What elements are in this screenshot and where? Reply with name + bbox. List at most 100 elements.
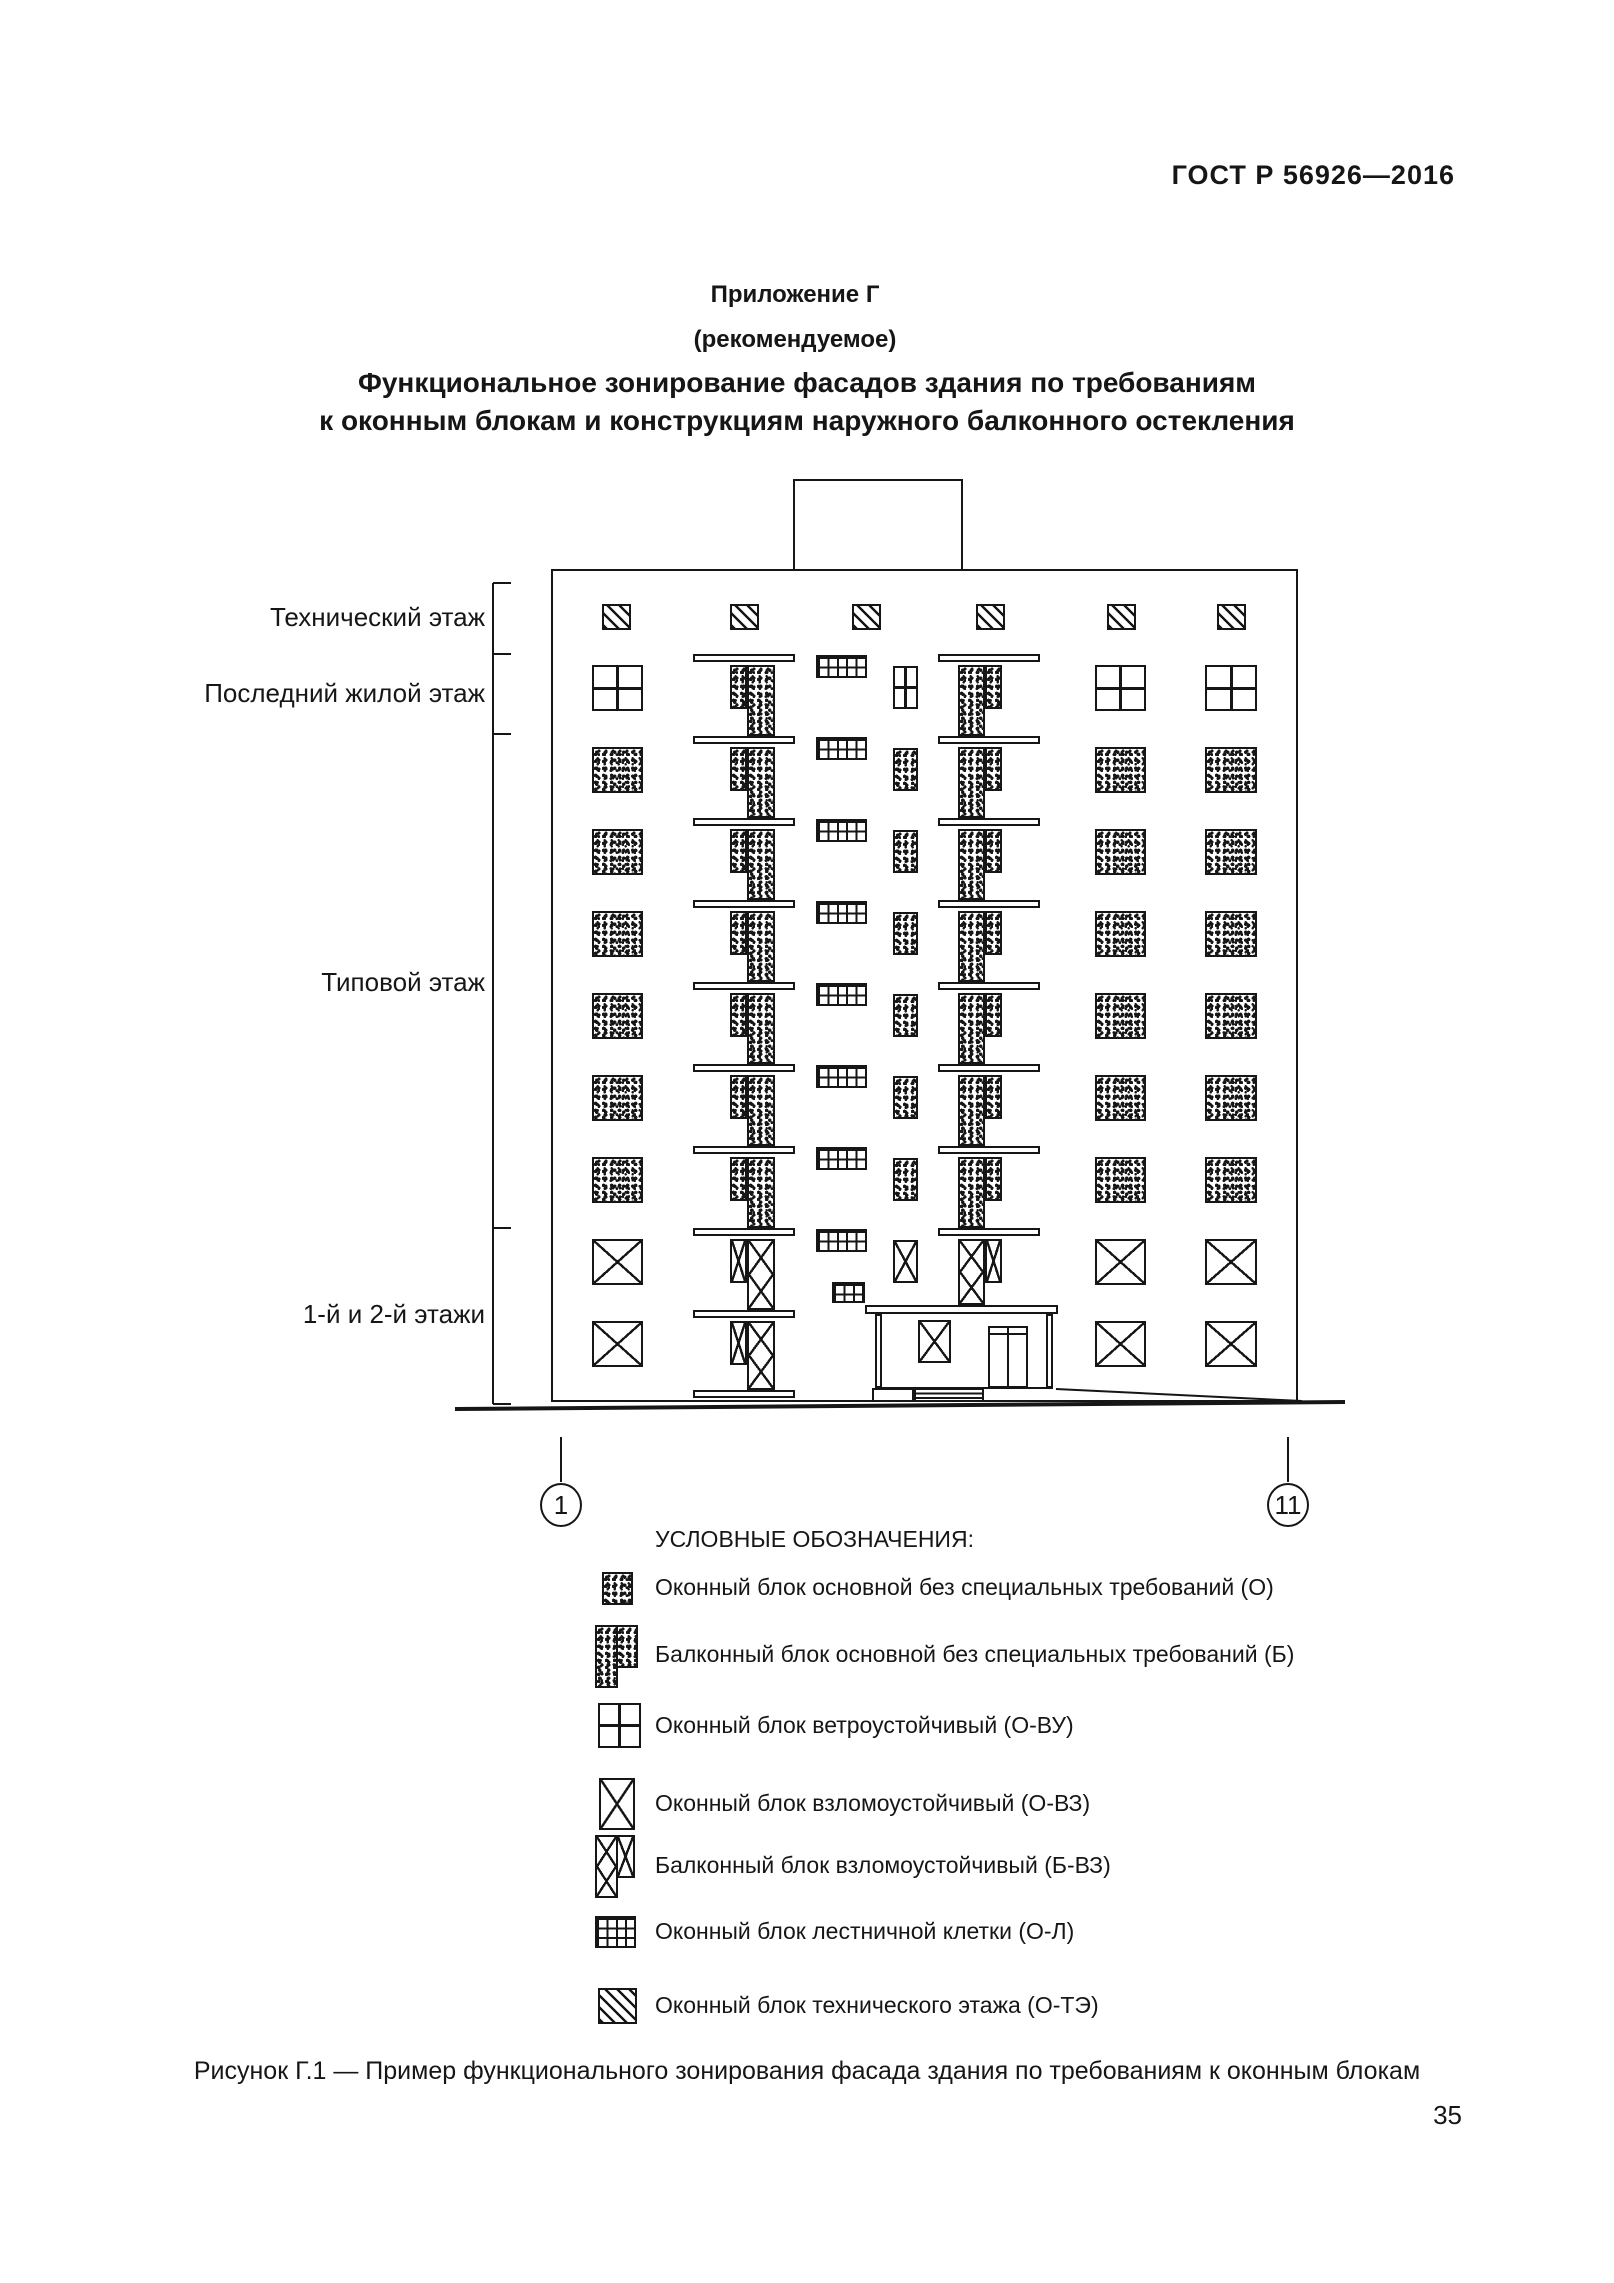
window-staircase bbox=[816, 737, 867, 760]
window-basic bbox=[1205, 829, 1257, 875]
window-basic bbox=[1095, 747, 1146, 793]
floor-label-typical: Типовой этаж bbox=[321, 967, 485, 997]
balcony-basic-door bbox=[958, 1075, 985, 1146]
window-technical-floor bbox=[852, 604, 881, 630]
legend-symbol-window-wind-resistant bbox=[598, 1703, 641, 1748]
window-basic bbox=[592, 911, 643, 957]
balcony-basic-window bbox=[985, 993, 1002, 1037]
balcony-rail bbox=[693, 1064, 795, 1072]
window-burglar-resistant bbox=[1205, 1321, 1257, 1367]
window-basic bbox=[592, 1075, 643, 1121]
window-burglar-resistant bbox=[592, 1321, 643, 1367]
page-number: 35 bbox=[1433, 2100, 1462, 2130]
window-staircase bbox=[816, 983, 867, 1006]
balcony-basic-door bbox=[747, 993, 775, 1064]
legend-symbol-window-burglar-resistant bbox=[599, 1778, 635, 1830]
balcony-basic-door bbox=[747, 747, 775, 818]
figure-caption: Рисунок Г.1 — Пример функционального зон… bbox=[193, 2057, 1421, 2085]
legend-symbol-balcony-basic-door bbox=[595, 1625, 618, 1688]
balcony-rail bbox=[938, 1228, 1040, 1236]
balcony-rail bbox=[938, 1064, 1040, 1072]
standard-number: ГОСТ Р 56926—2016 bbox=[1171, 160, 1455, 190]
balcony-basic-door bbox=[747, 1157, 775, 1228]
balcony-basic-window bbox=[985, 665, 1002, 709]
legend-symbol-window-staircase bbox=[595, 1916, 636, 1948]
appendix-heading: Приложение Г (рекомендуемое) bbox=[0, 272, 1590, 362]
window-basic bbox=[1205, 1157, 1257, 1203]
window-basic-narrow bbox=[893, 1158, 918, 1201]
window-basic bbox=[592, 993, 643, 1039]
balcony-burglar-resistant-door bbox=[747, 1239, 775, 1310]
window-basic bbox=[1095, 1075, 1146, 1121]
window-basic-narrow bbox=[893, 994, 918, 1037]
window-staircase bbox=[816, 655, 867, 678]
entrance-window-burglar-resistant bbox=[918, 1320, 951, 1363]
legend-item-label: Оконный блок основной без специальных тр… bbox=[655, 1574, 1274, 1600]
balcony-basic-door bbox=[958, 1157, 985, 1228]
balcony-rail bbox=[693, 818, 795, 826]
floor-label-first-second: 1-й и 2-й этажи bbox=[302, 1299, 485, 1329]
window-wind-resistant bbox=[1205, 665, 1257, 711]
appendix-name: Приложение Г bbox=[710, 281, 880, 308]
window-burglar-resistant bbox=[1095, 1239, 1146, 1285]
window-staircase bbox=[816, 901, 867, 924]
legend-symbol-window-basic bbox=[602, 1572, 633, 1605]
balcony-rail bbox=[938, 818, 1040, 826]
figure-title: Функциональное зонирование фасадов здани… bbox=[0, 364, 1614, 440]
window-basic bbox=[1095, 911, 1146, 957]
legend-item-label: Балконный блок основной без специальных … bbox=[655, 1641, 1295, 1667]
entrance-post bbox=[1046, 1314, 1053, 1388]
balcony-rail bbox=[938, 654, 1040, 662]
balcony-rail bbox=[693, 1146, 795, 1154]
entrance-steps bbox=[914, 1388, 984, 1402]
balcony-basic-window bbox=[985, 829, 1002, 873]
window-basic bbox=[1205, 1075, 1257, 1121]
balcony-burglar-resistant-window bbox=[730, 1239, 747, 1283]
balcony-basic-window bbox=[985, 1157, 1002, 1201]
balcony-rail bbox=[693, 1228, 795, 1236]
legend-symbol-balcony-basic-window bbox=[616, 1625, 638, 1668]
balcony-basic-window bbox=[730, 829, 747, 873]
balcony-burglar-resistant-window bbox=[985, 1239, 1002, 1283]
axis-mark-11: 11 bbox=[1267, 1483, 1309, 1527]
entrance-canopy bbox=[865, 1305, 1058, 1314]
legend-item-label: Оконный блок взломоустойчивый (О-ВЗ) bbox=[655, 1790, 1091, 1816]
appendix-type: (рекомендуемое) bbox=[693, 326, 897, 353]
balcony-basic-door bbox=[958, 993, 985, 1064]
window-technical-floor bbox=[602, 604, 631, 630]
balcony-rail bbox=[693, 654, 795, 662]
legend-item-label: Оконный блок лестничной клетки (О-Л) bbox=[655, 1918, 1075, 1944]
building-wall bbox=[551, 569, 1298, 1402]
balcony-rail bbox=[693, 982, 795, 990]
window-basic-narrow bbox=[893, 748, 918, 791]
entrance-door bbox=[988, 1326, 1028, 1388]
balcony-basic-door bbox=[958, 911, 985, 982]
entrance-base bbox=[872, 1388, 914, 1402]
window-basic-narrow bbox=[893, 830, 918, 873]
legend-item-label: Оконный блок ветроустойчивый (О-ВУ) bbox=[655, 1712, 1074, 1738]
entrance-post bbox=[875, 1314, 882, 1388]
window-basic bbox=[592, 1157, 643, 1203]
window-staircase bbox=[816, 1065, 867, 1088]
balcony-basic-door bbox=[958, 829, 985, 900]
balcony-rail bbox=[693, 736, 795, 744]
window-basic bbox=[1095, 993, 1146, 1039]
balcony-rail bbox=[693, 1310, 795, 1318]
window-technical-floor bbox=[730, 604, 759, 630]
window-staircase bbox=[816, 1229, 867, 1252]
balcony-rail bbox=[693, 900, 795, 908]
balcony-rail bbox=[938, 736, 1040, 744]
window-burglar-resistant-narrow bbox=[893, 1240, 918, 1283]
figure-title-line2: к оконным блокам и конструкциям наружног… bbox=[319, 405, 1295, 436]
window-burglar-resistant bbox=[592, 1239, 643, 1285]
roof-penthouse bbox=[793, 479, 963, 571]
balcony-basic-door bbox=[958, 665, 985, 736]
window-basic bbox=[1205, 993, 1257, 1039]
balcony-burglar-resistant-door bbox=[958, 1239, 985, 1305]
window-staircase bbox=[816, 819, 867, 842]
legend-item-label: Балконный блок взломоустойчивый (Б-ВЗ) bbox=[655, 1852, 1111, 1878]
floor-label-technical: Технический этаж bbox=[269, 602, 485, 632]
balcony-basic-door bbox=[958, 747, 985, 818]
balcony-basic-window bbox=[730, 1075, 747, 1119]
